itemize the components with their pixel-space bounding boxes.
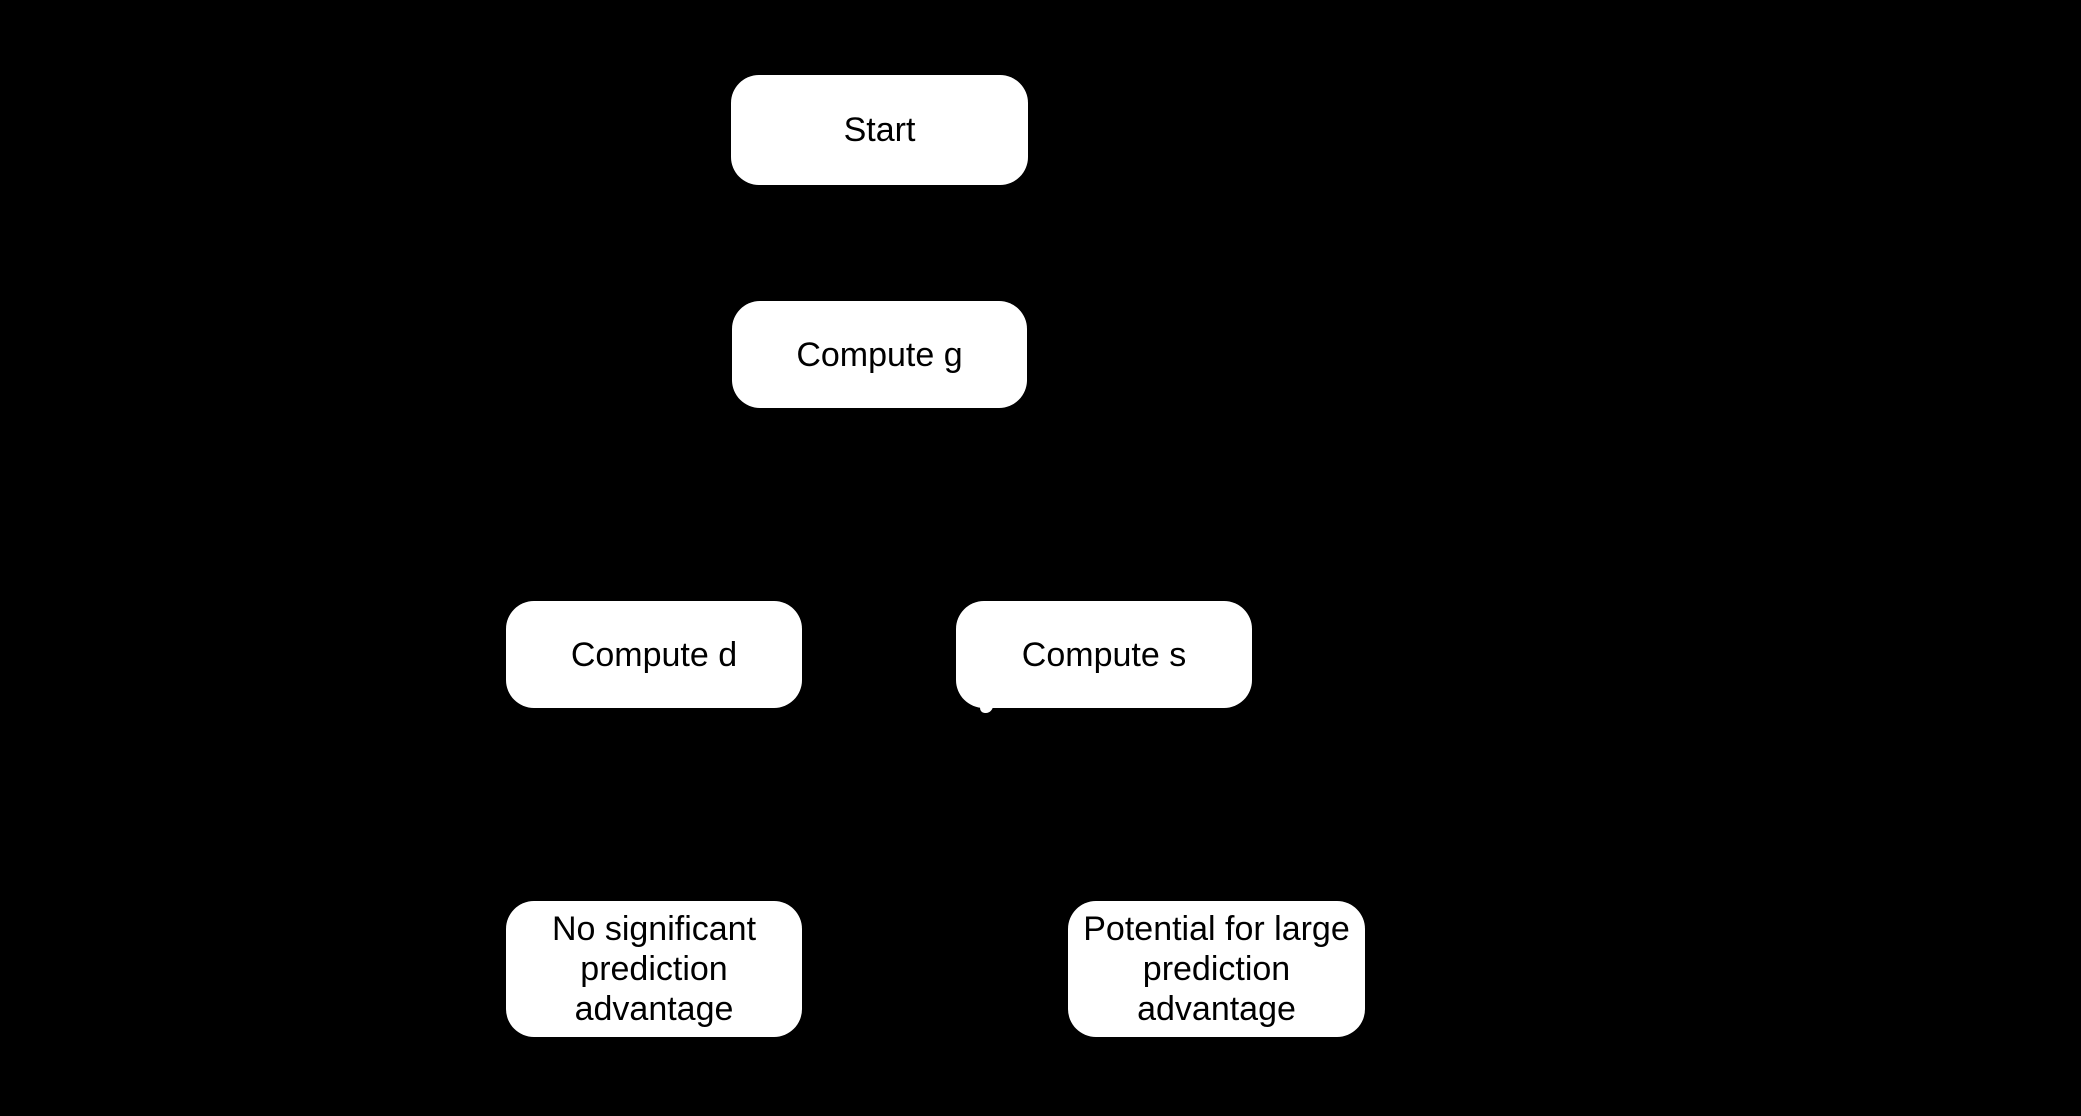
flow-node-no-advantage: No significant prediction advantage <box>506 901 802 1037</box>
flow-node-potential-advantage: Potential for large prediction advantage <box>1068 901 1365 1037</box>
flow-node-compute-g: Compute g <box>732 301 1027 408</box>
flow-node-label: Compute s <box>1021 635 1187 674</box>
flow-node-label: Compute g <box>796 335 963 374</box>
flow-node-label: Start <box>843 111 916 149</box>
arrowhead-remnant-dot <box>980 699 993 713</box>
flow-node-label-line: advantage <box>574 990 734 1028</box>
flow-node-label-line: advantage <box>1137 990 1296 1028</box>
flow-node-label: Compute d <box>570 635 738 674</box>
flow-node-start: Start <box>731 75 1028 185</box>
flow-node-compute-d: Compute d <box>506 601 802 708</box>
flow-node-label-line: prediction <box>1142 950 1291 988</box>
flow-node-compute-s: Compute s <box>956 601 1252 708</box>
flow-node-label-line: No significant <box>551 910 757 948</box>
flow-node-label-line: prediction <box>580 950 728 988</box>
flow-node-label-line: Potential for large <box>1083 910 1350 948</box>
